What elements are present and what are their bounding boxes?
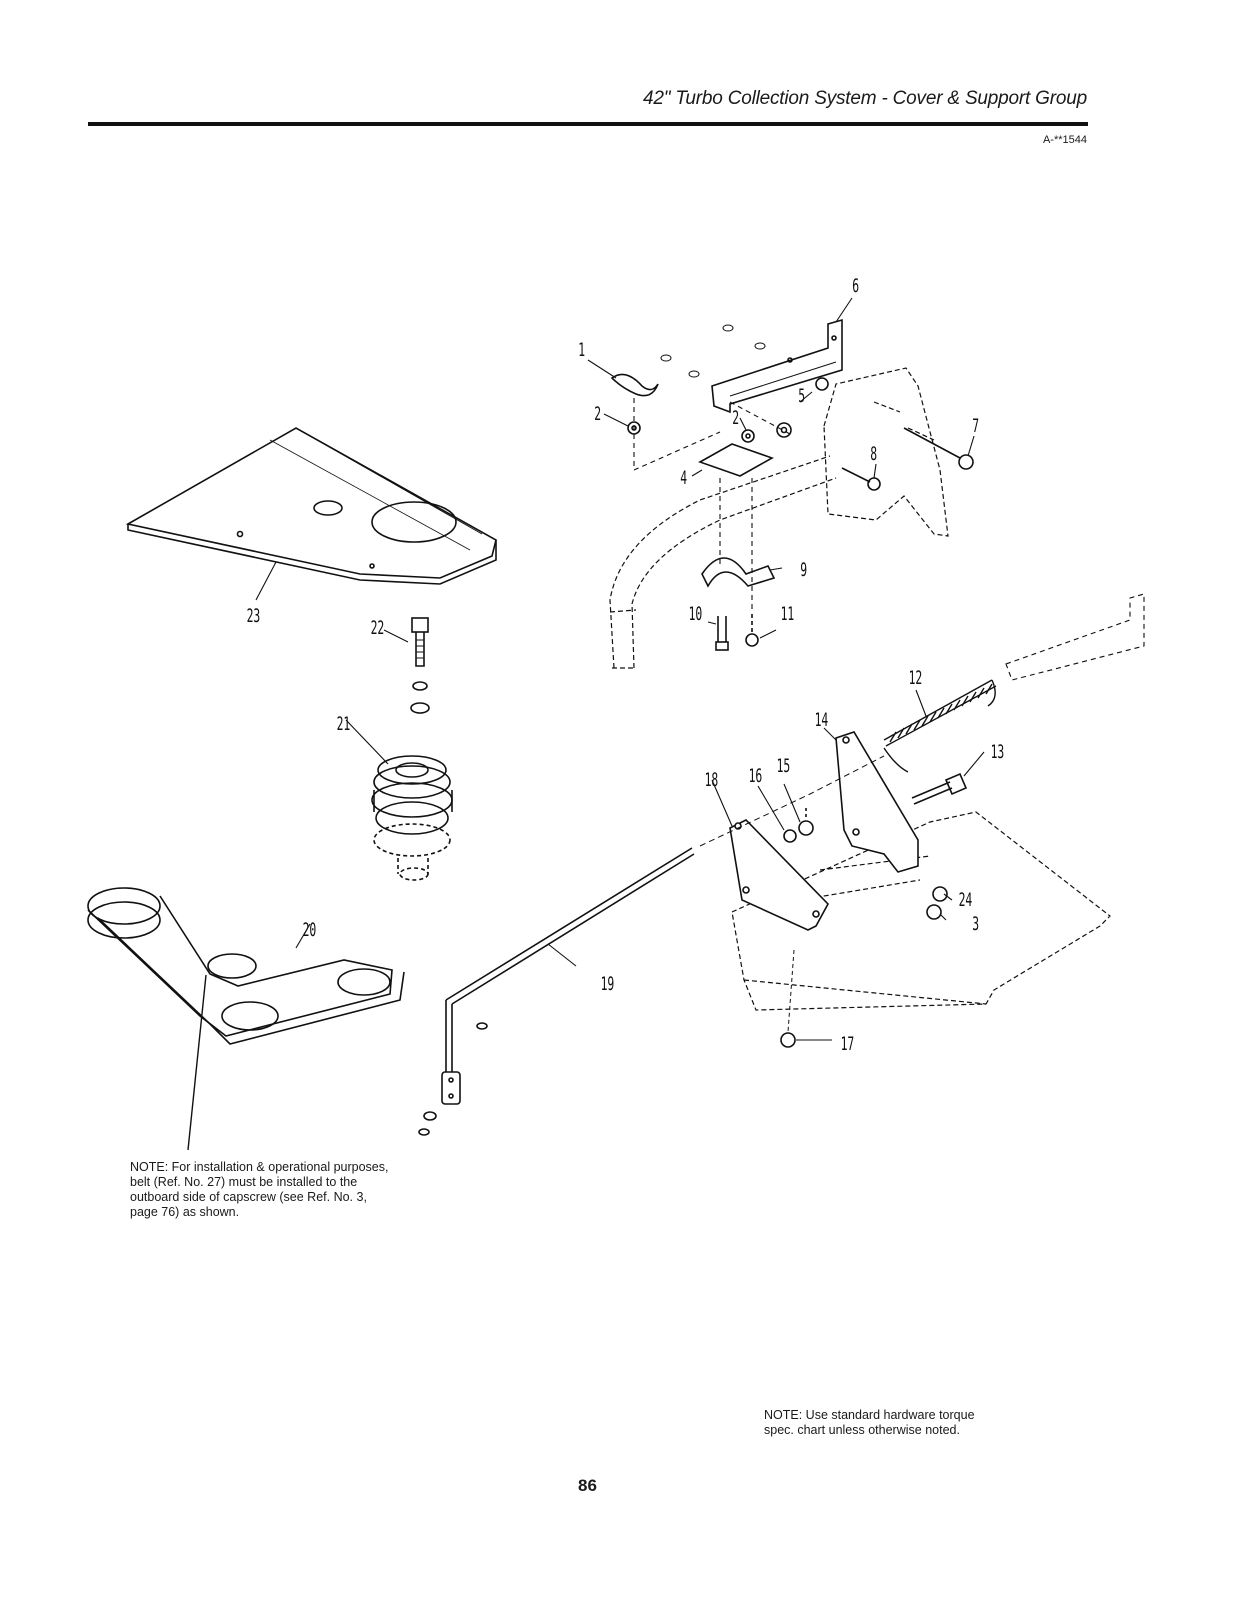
callout-labels: 1 2 2 3 4 5 6 7 8 9 10 11 12 13 14 15 16… [247, 274, 1005, 1055]
assembly-lines [633, 398, 1145, 681]
callout-label: 19 [601, 972, 615, 995]
lever-brackets [729, 731, 919, 931]
callout-label: 10 [689, 602, 703, 625]
support-arm [609, 367, 949, 669]
bolt-and-nut [715, 614, 759, 651]
mounting-plate [698, 443, 774, 477]
bolts [841, 427, 974, 491]
callout-label: 16 [749, 764, 763, 787]
callout-label: 12 [909, 666, 923, 689]
belt-installation-note: NOTE: For installation & operational pur… [130, 1160, 389, 1219]
support-bracket [660, 318, 843, 414]
callout-label: 2 [732, 406, 739, 429]
callout-label: 22 [371, 616, 385, 639]
screw [780, 949, 796, 1048]
callout-label: 17 [841, 1032, 855, 1055]
callout-label: 11 [781, 602, 795, 625]
cover-plate [125, 427, 497, 585]
callout-label: 4 [680, 466, 687, 489]
callout-label: 1 [578, 338, 585, 361]
control-rod [418, 755, 885, 1136]
callout-label: 2 [594, 402, 601, 425]
spring [883, 679, 997, 773]
clamp [701, 557, 776, 588]
page-number: 86 [578, 1476, 597, 1495]
lock-nuts [926, 886, 948, 920]
torque-note: NOTE: Use standard hardware torque spec.… [764, 1408, 975, 1437]
callout-label: 8 [870, 442, 877, 465]
clip [610, 373, 659, 397]
washers [783, 808, 814, 843]
callout-label: 7 [972, 414, 979, 437]
callout-label: 15 [777, 754, 791, 777]
callout-label: 14 [815, 708, 829, 731]
callout-label: 5 [798, 384, 805, 407]
callout-label: 9 [800, 558, 807, 581]
callout-label: 18 [705, 768, 719, 791]
pivot-bolt [911, 772, 968, 805]
diagram-code: A-**1544 [1042, 134, 1087, 146]
header-rule [88, 122, 1088, 126]
callout-label: 23 [247, 604, 261, 627]
capscrew [410, 617, 430, 714]
page-title: 42" Turbo Collection System - Cover & Su… [643, 88, 1087, 109]
leader-lines [255, 297, 985, 1041]
callout-label: 20 [303, 918, 317, 941]
pulley [371, 755, 453, 881]
callout-label: 13 [991, 740, 1005, 763]
callout-label: 21 [337, 712, 351, 735]
callout-label: 3 [972, 912, 979, 935]
callout-label: 24 [959, 888, 973, 911]
callout-label: 6 [852, 274, 859, 297]
drive-belt [87, 887, 405, 1151]
